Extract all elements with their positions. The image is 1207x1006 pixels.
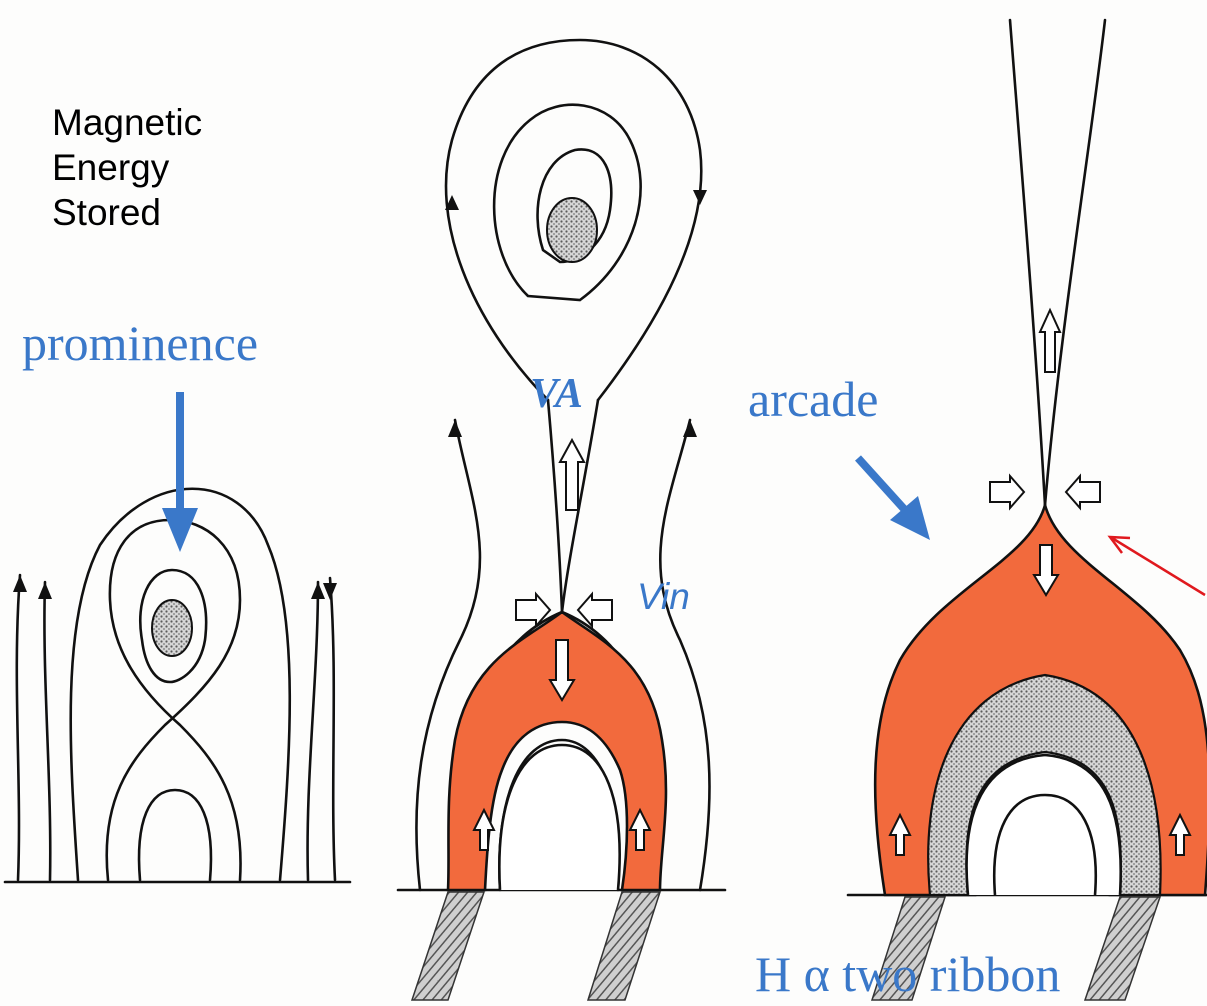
inner-loop-2	[499, 745, 619, 890]
inflow-speed-label: Vin	[637, 576, 690, 618]
field-line	[660, 420, 709, 890]
ribbon-footpoint	[588, 892, 660, 1000]
inflow-right-arrow	[990, 476, 1024, 508]
field-line	[139, 790, 211, 880]
field-line	[330, 578, 335, 880]
panel-1-prominence	[5, 489, 350, 882]
plasmoid-blob	[547, 198, 597, 262]
arrowhead	[323, 583, 337, 600]
inflow-left-arrow	[1066, 476, 1100, 508]
alfven-speed-label: VA	[530, 370, 583, 418]
arcade-pointer-shaft	[858, 458, 905, 510]
outflow-up-arrow	[1040, 310, 1060, 372]
field-line	[17, 575, 20, 880]
ribbon-footpoint	[412, 892, 484, 1000]
arrowhead	[38, 582, 52, 599]
field-line	[44, 582, 50, 880]
ribbon-footpoint	[1085, 897, 1160, 1000]
prominence-pointer-head	[162, 508, 198, 552]
arrowhead	[693, 190, 707, 205]
energy-stored-label: Magnetic Energy Stored	[52, 100, 202, 235]
field-line	[548, 400, 562, 612]
inflow-left-arrow	[578, 594, 612, 626]
prominence-blob	[152, 600, 192, 656]
red-pointer	[1110, 537, 1205, 595]
arcade-label: arcade	[748, 370, 878, 428]
prominence-label: prominence	[22, 314, 258, 372]
field-line	[1045, 20, 1105, 505]
two-ribbon-label: H α two ribbon	[755, 945, 1060, 1003]
red-pointer-line	[1112, 538, 1205, 595]
arrowhead	[448, 420, 462, 437]
field-line	[107, 520, 241, 880]
arrowhead	[683, 420, 697, 437]
arrowhead	[311, 582, 325, 599]
red-pointer-head	[1110, 537, 1130, 553]
field-line	[1010, 20, 1045, 505]
field-line	[308, 582, 318, 880]
arrowhead	[13, 575, 27, 592]
